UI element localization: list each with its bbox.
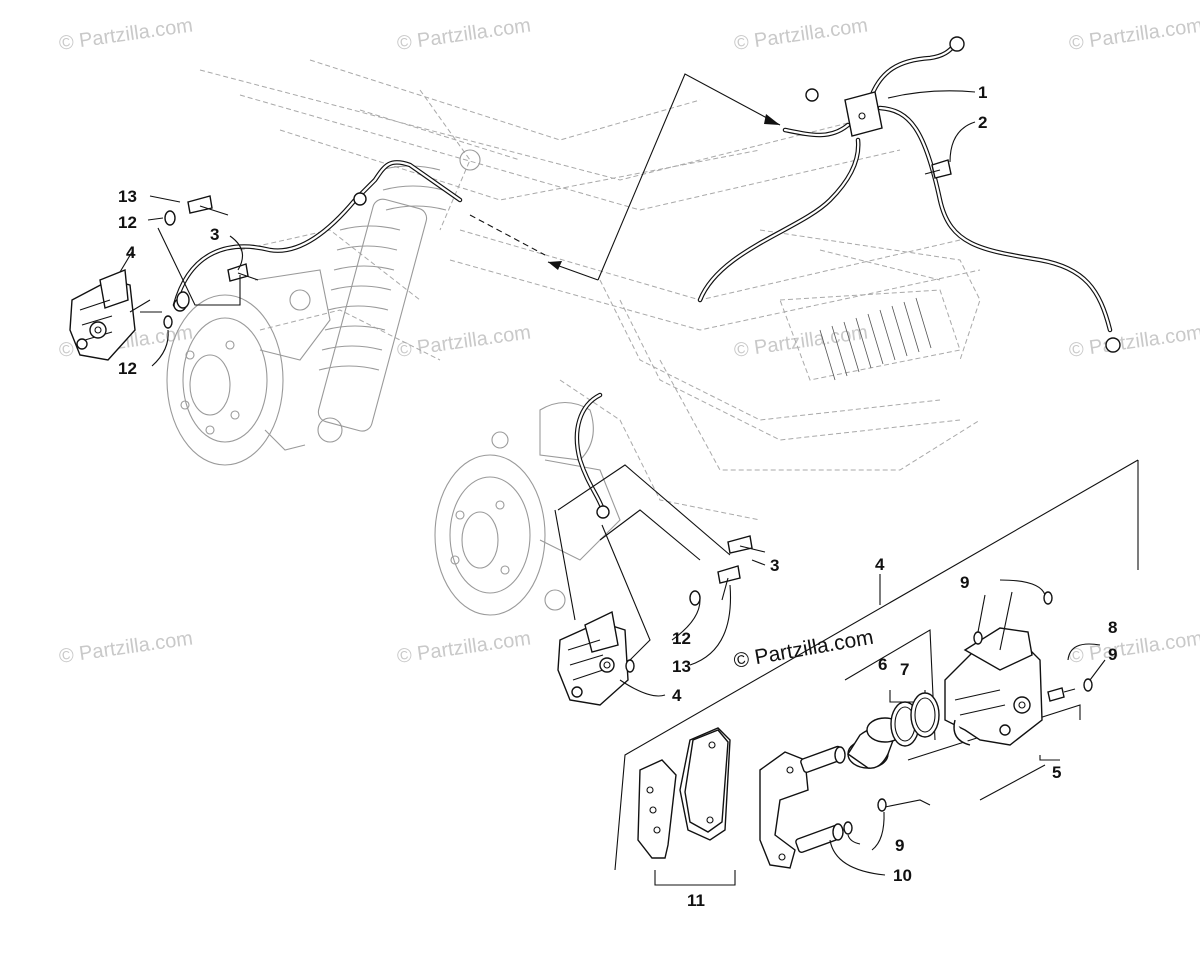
watermark: © Partzilla.com bbox=[1068, 627, 1200, 668]
washers bbox=[843, 591, 1093, 835]
right-leaders bbox=[554, 464, 766, 697]
left-caliper-hardware bbox=[163, 195, 259, 329]
caliper-body bbox=[944, 627, 1043, 746]
bleeder-screw bbox=[1047, 687, 1076, 702]
right-caliper-hardware bbox=[625, 535, 766, 673]
caliper-piston bbox=[847, 717, 904, 769]
piston-seals bbox=[890, 692, 940, 747]
callout-9: 9 bbox=[1108, 645, 1117, 664]
callout-9: 9 bbox=[895, 836, 904, 855]
brake-hose-assembly bbox=[172, 36, 1121, 519]
callout-5: 5 bbox=[1052, 763, 1061, 782]
watermark: © Partzilla.com bbox=[58, 627, 195, 668]
callout-4: 4 bbox=[875, 555, 885, 574]
callout-12: 12 bbox=[118, 213, 137, 232]
callout-2: 2 bbox=[978, 113, 987, 132]
watermark: © Partzilla.com bbox=[396, 321, 533, 362]
watermark: © Partzilla.com bbox=[1068, 321, 1200, 362]
right-brake-caliper bbox=[557, 610, 629, 706]
callout-3: 3 bbox=[770, 556, 779, 575]
brake-pads bbox=[637, 727, 731, 859]
copyright-watermark: © Partzilla.com bbox=[732, 626, 875, 673]
callout-13: 13 bbox=[672, 657, 691, 676]
callout-3: 3 bbox=[210, 225, 219, 244]
radiator-grille bbox=[819, 297, 932, 381]
left-brake-caliper bbox=[69, 269, 136, 361]
watermark: © Partzilla.com bbox=[733, 14, 870, 55]
callout-12: 12 bbox=[118, 359, 137, 378]
callout-12: 12 bbox=[672, 629, 691, 648]
callouts: 1 2 13 12 4 3 12 3 12 13 4 4 6 7 9 8 9 5… bbox=[118, 83, 1117, 910]
caliper-bracket bbox=[759, 745, 846, 869]
callout-9: 9 bbox=[960, 573, 969, 592]
caliper-exploded-view bbox=[614, 459, 1139, 886]
right-brake-disc bbox=[434, 401, 621, 616]
watermark: © Partzilla.com bbox=[396, 627, 533, 668]
callout-1: 1 bbox=[978, 83, 987, 102]
watermark: © Partzilla.com bbox=[58, 14, 195, 55]
callout-13: 13 bbox=[118, 187, 137, 206]
watermark: © Partzilla.com bbox=[396, 14, 533, 55]
callout-8: 8 bbox=[1108, 618, 1117, 637]
watermark: © Partzilla.com bbox=[1068, 14, 1200, 55]
shock-absorber bbox=[317, 149, 481, 443]
callout-6: 6 bbox=[878, 655, 887, 674]
routing-arrows bbox=[469, 73, 781, 281]
left-leaders bbox=[119, 195, 244, 367]
brake-junction-block bbox=[805, 88, 883, 137]
callout-7: 7 bbox=[900, 660, 909, 679]
junction-bolt bbox=[924, 159, 952, 179]
callout-4: 4 bbox=[672, 686, 682, 705]
callout-11: 11 bbox=[687, 891, 705, 910]
callout-10: 10 bbox=[893, 866, 912, 885]
callout-4: 4 bbox=[126, 243, 136, 262]
left-brake-disc bbox=[166, 269, 331, 466]
